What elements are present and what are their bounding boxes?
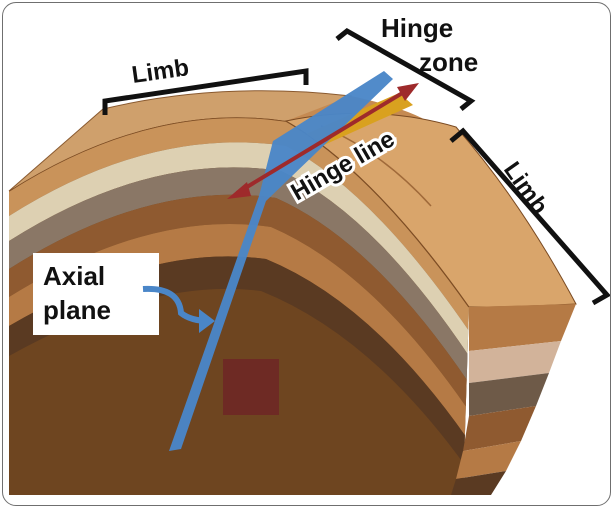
fold-diagram: Limb Hinge zone Hinge line Limb Axial pl… — [8, 13, 610, 495]
end-face-layers — [451, 304, 576, 495]
hinge-line-arrow — [227, 83, 419, 199]
hinge-zone-label-line2: zone — [419, 47, 478, 77]
axial-plane — [169, 71, 393, 451]
hinge-zone-bracket — [335, 27, 476, 111]
layer-gray — [9, 167, 469, 383]
limb-left-bracket — [102, 68, 309, 115]
axial-plane-label-box — [33, 253, 159, 335]
layer-brown — [9, 194, 469, 411]
limb-right-bracket — [449, 127, 610, 306]
diagram-frame: Limb Hinge zone Hinge line Limb Axial pl… — [2, 2, 611, 506]
layer-dark — [9, 256, 469, 471]
hinge-zone-label-line1: Hinge — [381, 13, 453, 43]
limb-left-label: Limb — [130, 54, 191, 89]
layer-cream — [9, 142, 469, 356]
axial-plane-label-line1: Axial — [43, 261, 105, 291]
marker-square — [223, 359, 279, 415]
axial-plane-label-line2: plane — [43, 295, 111, 325]
axial-plane-pointer-head — [199, 309, 215, 333]
layer-tan-lower — [9, 223, 469, 441]
